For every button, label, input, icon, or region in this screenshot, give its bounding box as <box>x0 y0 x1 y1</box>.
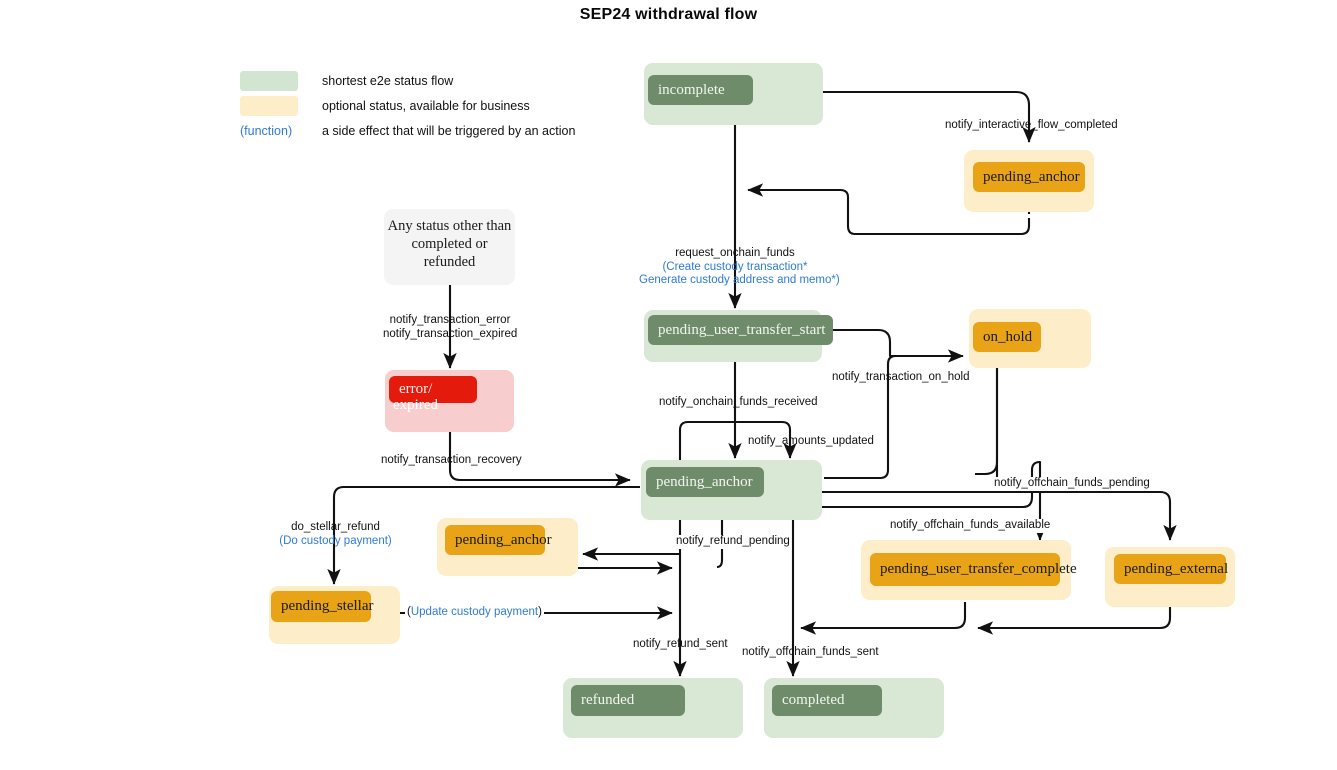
edge-label-do-stellar-refund: do_stellar_refund (Do custody payment) <box>268 521 403 548</box>
node-incomplete[interactable]: incomplete <box>644 63 823 125</box>
node-pending-external-badge: pending_external <box>1114 554 1228 584</box>
edge-label-request-onchain-funds-fn2: Generate custody address and memo*) <box>639 274 840 288</box>
edge-label-do-stellar-refund-action: do_stellar_refund <box>291 521 380 533</box>
edge-label-do-stellar-refund-fn-text: (Do custody payment) <box>279 534 392 547</box>
legend-label-function: a side effect that will be triggered by … <box>322 123 576 138</box>
node-pending-anchor-refund-badge: pending_anchor <box>445 525 552 555</box>
edge-label-request-onchain-funds-action: request_onchain_funds <box>675 247 795 259</box>
node-pending-user-transfer-complete-badge: pending_user_transfer_complete <box>870 553 1077 586</box>
node-completed[interactable]: completed <box>764 678 944 738</box>
edge-label-notify-amounts-updated: notify_amounts_updated <box>748 435 874 447</box>
node-error-expired[interactable]: error/ expired <box>385 370 514 432</box>
legend-row-shortest: shortest e2e status flow <box>240 68 575 93</box>
node-completed-badge: completed <box>772 685 882 716</box>
node-pending-user-transfer-start[interactable]: pending_user_transfer_start <box>644 310 833 362</box>
edge-label-notify-transaction-recovery: notify_transaction_recovery <box>381 454 522 466</box>
edge-label-notify-offchain-funds-pending: notify_offchain_funds_pending <box>994 477 1150 491</box>
edge-label-request-onchain-funds-fn1-text: (Create custody transaction* <box>662 260 808 273</box>
node-error-expired-badge: error/ <box>389 376 477 403</box>
node-refunded-badge: refunded <box>571 685 685 716</box>
node-pending-user-transfer-complete[interactable]: pending_user_transfer_complete <box>861 540 1077 600</box>
legend-label-optional: optional status, available for business <box>322 98 530 113</box>
edge-label-notify-transaction-error-expired: notify_transaction_error notify_transact… <box>383 314 517 341</box>
node-pending-anchor-center[interactable]: pending_anchor <box>641 460 822 520</box>
edge-label-update-custody-payment: (Update custody payment) <box>405 606 544 620</box>
node-pending-user-transfer-start-badge: pending_user_transfer_start <box>648 315 833 345</box>
legend-swatch-cream <box>240 95 298 116</box>
legend-swatch-green <box>240 70 298 91</box>
edge-label-notify-refund-sent: notify_refund_sent <box>633 638 728 650</box>
edge-label-notify-transaction-on-hold: notify_transaction_on_hold <box>832 371 970 383</box>
edge-label-update-custody-close: ) <box>538 606 542 618</box>
edge-label-notify-transaction-error: notify_transaction_error <box>389 314 511 326</box>
edge-label-request-onchain-funds-fn1: (Create custody transaction* <box>639 261 831 275</box>
node-refunded[interactable]: refunded <box>563 678 743 738</box>
edge-label-notify-offchain-funds-sent: notify_offchain_funds_sent <box>742 646 879 658</box>
edge-label-request-onchain-funds-fn2-text: Generate custody address and memo*) <box>639 274 840 286</box>
legend: shortest e2e status flow optional status… <box>240 68 575 143</box>
edge-label-update-custody-open: ( <box>407 606 411 618</box>
legend-function-token-text: (function) <box>240 123 293 138</box>
edge-label-notify-onchain-funds-received: notify_onchain_funds_received <box>659 396 818 408</box>
legend-label-shortest: shortest e2e status flow <box>322 73 454 88</box>
node-pending-stellar[interactable]: pending_stellar <box>269 586 400 644</box>
node-pending-stellar-badge: pending_stellar <box>271 591 373 622</box>
node-pending-anchor-top[interactable]: pending_anchor <box>964 150 1094 212</box>
node-any-status-label: Any status other than completed or refun… <box>387 218 512 270</box>
edge-label-notify-offchain-funds-available: notify_offchain_funds_available <box>890 519 1051 533</box>
edge-label-request-onchain-funds: request_onchain_funds (Create custody tr… <box>639 247 840 288</box>
edge-label-notify-refund-pending: notify_refund_pending <box>676 535 790 549</box>
node-pending-external[interactable]: pending_external <box>1105 547 1235 607</box>
node-pending-anchor-top-badge: pending_anchor <box>973 162 1085 192</box>
edge-label-update-custody-fn: Update custody payment <box>410 606 539 618</box>
node-pending-anchor-center-badge: pending_anchor <box>646 467 764 497</box>
page-title: SEP24 withdrawal flow <box>579 6 758 23</box>
legend-row-optional: optional status, available for business <box>240 93 575 118</box>
node-pending-anchor-refund[interactable]: pending_anchor <box>437 518 578 576</box>
node-on-hold-badge: on_hold <box>973 322 1041 352</box>
node-error-expired-sublabel: expired <box>393 397 438 413</box>
edge-label-notify-transaction-expired: notify_transaction_expired <box>383 327 518 340</box>
node-any-status[interactable]: Any status other than completed or refun… <box>384 209 515 285</box>
legend-function-token: (function) <box>240 124 298 138</box>
legend-row-function: (function) a side effect that will be tr… <box>240 118 575 143</box>
node-on-hold[interactable]: on_hold <box>969 309 1091 368</box>
node-incomplete-badge: incomplete <box>648 75 753 105</box>
edge-label-do-stellar-refund-fn: (Do custody payment) <box>268 535 403 549</box>
edge-label-notify-interactive-flow-completed: notify_interactive_flow_completed <box>945 119 1118 131</box>
